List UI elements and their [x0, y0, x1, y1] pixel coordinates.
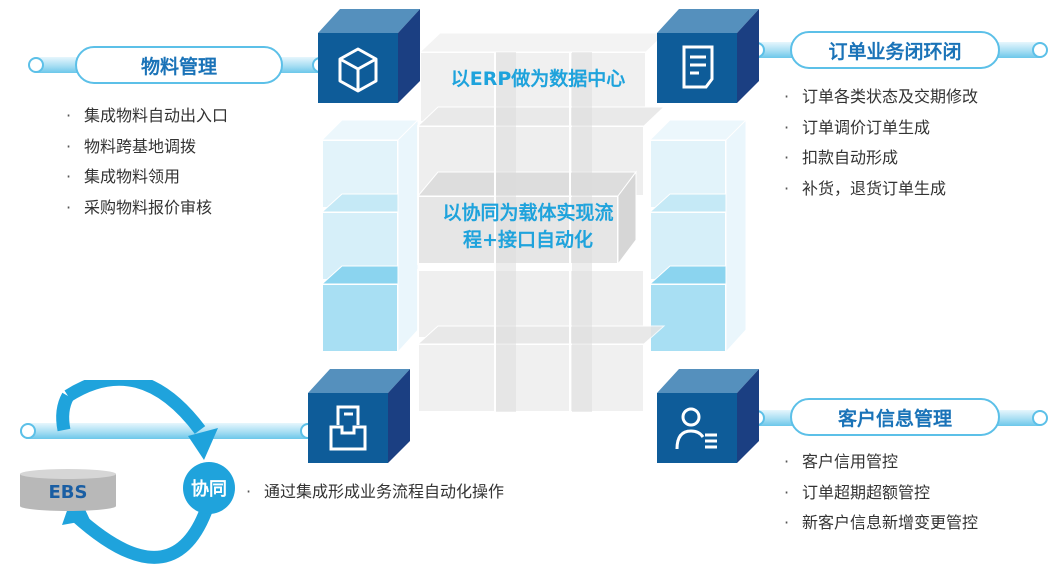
light-blue-cubes-left	[320, 118, 420, 354]
list-item: 新客户信息新增变更管控	[784, 508, 978, 539]
list-item: 物料跨基地调拨	[66, 132, 228, 163]
collab-pipe	[20, 423, 316, 439]
pipe-end-dot	[28, 57, 44, 73]
list-item: 订单超期超额管控	[784, 478, 978, 509]
ebs-label: EBS	[48, 482, 88, 503]
center-title-line1: 以协同为载体实现流	[442, 202, 614, 224]
gray-cubes	[416, 32, 668, 413]
center-title-erp: 以ERP做为数据中心	[450, 68, 626, 90]
inbox-tray-icon	[308, 369, 410, 463]
list-item: 集成物料领用	[66, 162, 228, 193]
cycle-arrows-icon	[56, 380, 219, 564]
pipe-end-dot	[20, 423, 36, 439]
list-item: 订单调价订单生成	[784, 113, 978, 144]
collab-circle: 协同	[183, 462, 235, 514]
customer-list: 客户信用管控 订单超期超额管控 新客户信息新增变更管控	[784, 447, 978, 539]
ebs-database-icon	[20, 469, 116, 511]
material-list: 集成物料自动出入口 物料跨基地调拨 集成物料领用 采购物料报价审核	[66, 101, 228, 223]
collab-description: 通过集成形成业务流程自动化操作	[246, 477, 504, 508]
order-loop-label: 订单业务闭环闭	[790, 31, 1000, 69]
list-item: 客户信用管控	[784, 447, 978, 478]
center-title-line2: 程+接口自动化	[463, 229, 593, 251]
center-title-collab: 以协同为载体实现流 程+接口自动化	[410, 200, 646, 254]
customer-info-label: 客户信息管理	[790, 398, 1000, 436]
customer-user-icon	[657, 369, 759, 463]
list-item: 通过集成形成业务流程自动化操作	[246, 477, 504, 508]
order-list: 订单各类状态及交期修改 订单调价订单生成 扣款自动形成 补货，退货订单生成	[784, 82, 978, 204]
pipe-end-dot	[1032, 410, 1048, 426]
list-item: 扣款自动形成	[784, 143, 978, 174]
order-document-icon	[657, 9, 759, 103]
pipe-end-dot	[1032, 42, 1048, 58]
material-cube-icon	[318, 9, 420, 103]
light-blue-cubes-right	[648, 118, 748, 354]
list-item: 补货，退货订单生成	[784, 174, 978, 205]
list-item: 采购物料报价审核	[66, 193, 228, 224]
list-item: 订单各类状态及交期修改	[784, 82, 978, 113]
material-management-label: 物料管理	[75, 46, 283, 84]
list-item: 集成物料自动出入口	[66, 101, 228, 132]
